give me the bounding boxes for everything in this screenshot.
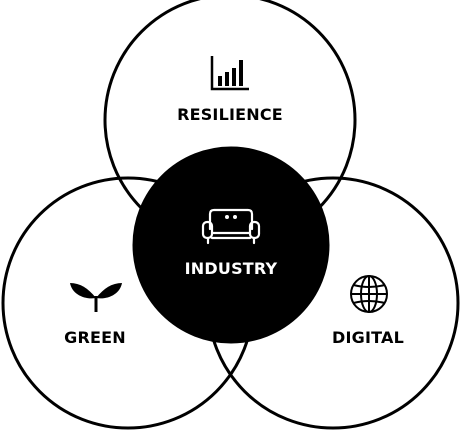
- sprout-icon: [70, 283, 122, 312]
- circle-industry: [132, 146, 330, 344]
- label-digital: DIGITAL: [332, 328, 404, 347]
- sofa-icon: [201, 208, 261, 245]
- label-industry: INDUSTRY: [185, 259, 278, 278]
- bar-chart-icon: [210, 56, 249, 91]
- label-resilience: RESILIENCE: [177, 105, 283, 124]
- label-green: GREEN: [64, 328, 126, 347]
- globe-icon: [350, 275, 388, 313]
